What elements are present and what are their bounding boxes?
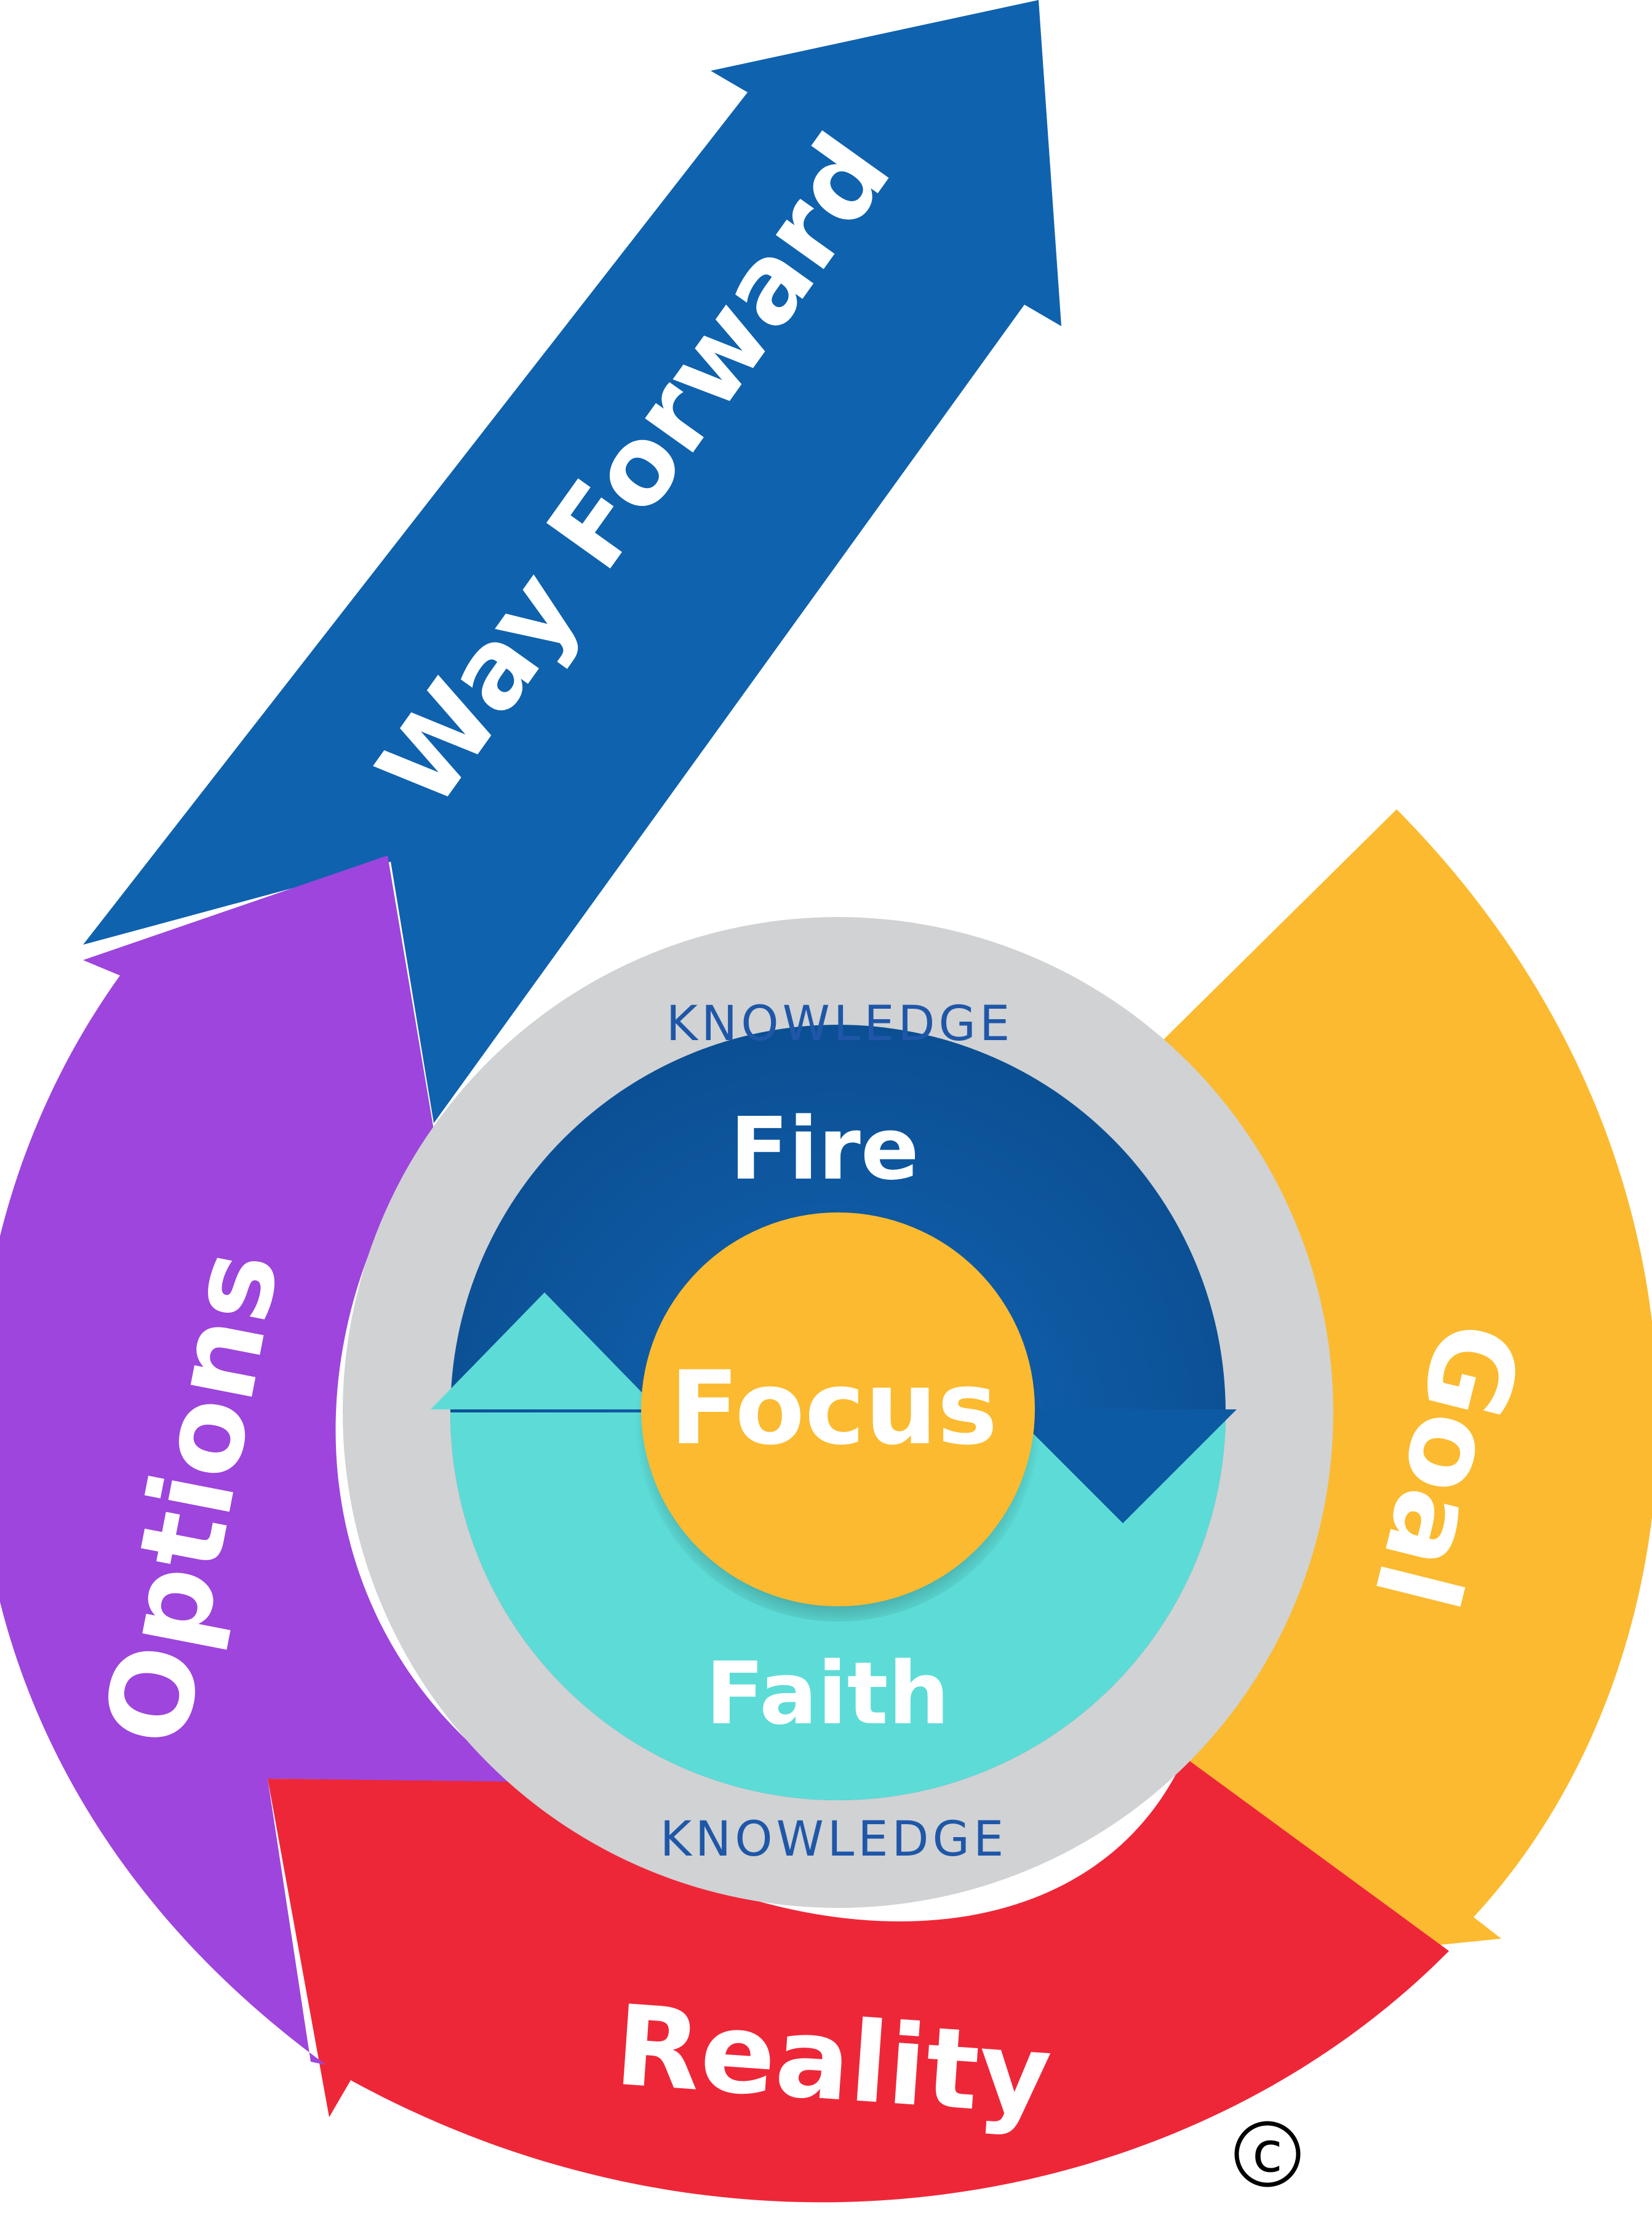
reality-label: Reality xyxy=(611,1982,1055,2141)
reality-arrow xyxy=(268,1757,1449,2203)
fire-label: Fire xyxy=(730,1099,919,1200)
way-forward-arrow xyxy=(83,0,1061,1123)
focus-core xyxy=(641,1212,1035,1606)
faith-arrow-head xyxy=(431,1292,658,1409)
focus-label: Focus xyxy=(670,1349,998,1467)
knowledge-bottom-label: KNOWLEDGE xyxy=(660,1812,1008,1867)
faith-label: Faith xyxy=(706,1644,949,1744)
copyright-symbol: c xyxy=(1252,2120,1282,2185)
fire-arrow-head xyxy=(1009,1409,1237,1523)
goal-arrow xyxy=(1157,809,1652,1973)
copyright-circle xyxy=(1234,2121,1301,2187)
knowledge-top-label: KNOWLEDGE xyxy=(666,996,1014,1052)
options-arrow xyxy=(0,855,517,2065)
